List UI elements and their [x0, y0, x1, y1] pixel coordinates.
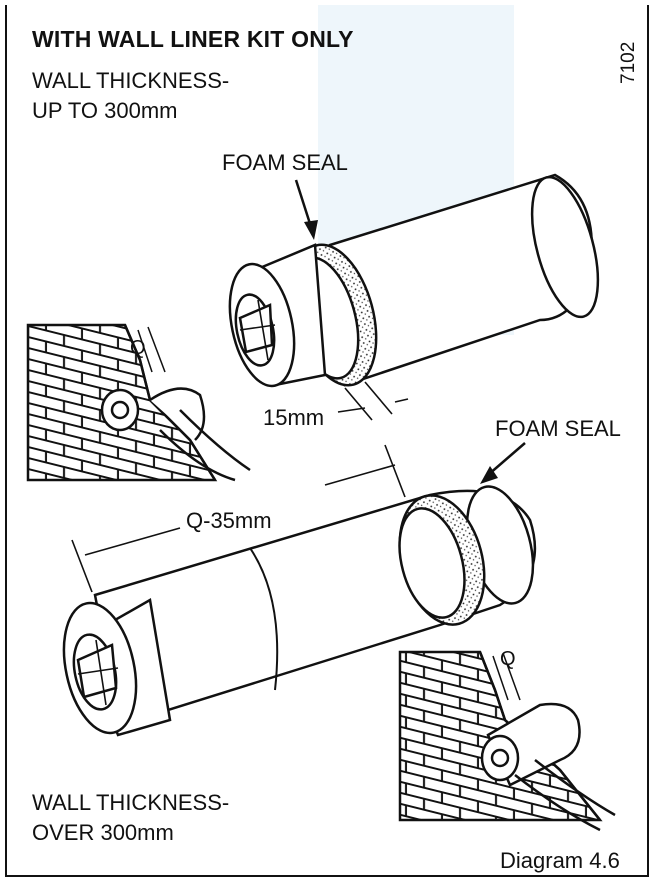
top-seal-arrow	[294, 179, 318, 240]
bottom-wall-q-label: Q	[500, 648, 516, 670]
reference-code: 7102	[618, 41, 639, 84]
bottom-wall-inset	[398, 650, 616, 832]
top-wall-inset	[26, 323, 251, 482]
bottom-foam-seal-label: FOAM SEAL	[495, 416, 621, 441]
gap-dimension	[337, 381, 409, 421]
top-foam-seal-label: FOAM SEAL	[222, 150, 348, 175]
top-wall-q-label: Q	[130, 337, 146, 359]
length-label: Q-35mm	[186, 508, 272, 533]
diagram-heading: WITH WALL LINER KIT ONLY	[32, 26, 354, 52]
bottom-thickness-line2: OVER 300mm	[32, 820, 174, 845]
bottom-thickness-line1: WALL THICKNESS-	[32, 790, 230, 815]
bottom-seal-arrow	[480, 442, 526, 484]
length-dimension	[71, 444, 406, 593]
top-thickness-line1: WALL THICKNESS-	[32, 68, 230, 93]
diagram-number: Diagram 4.6	[500, 848, 620, 873]
bottom-terminal	[62, 485, 537, 737]
diagram-frame	[5, 5, 649, 877]
gap-label: 15mm	[263, 405, 325, 430]
top-thickness-line2: UP TO 300mm	[32, 98, 178, 123]
top-terminal	[228, 173, 600, 388]
